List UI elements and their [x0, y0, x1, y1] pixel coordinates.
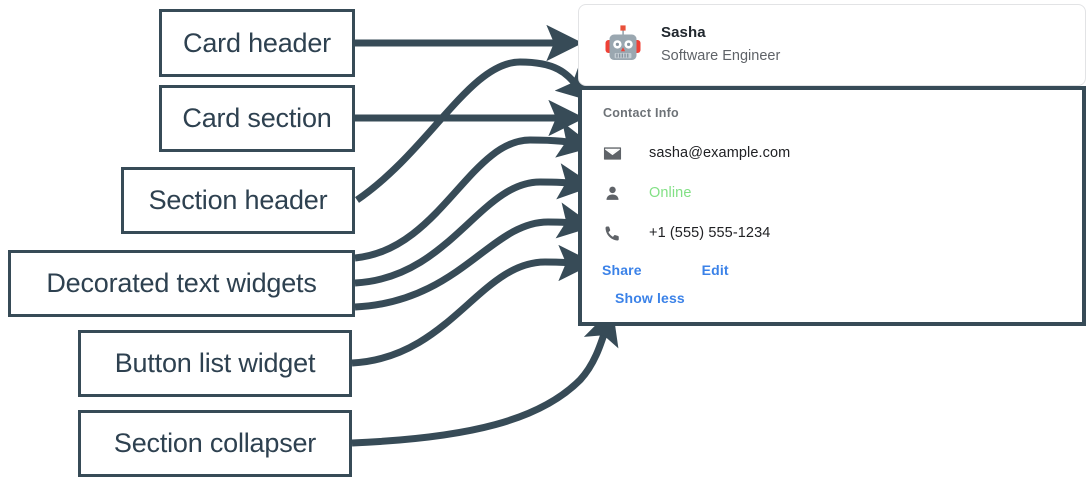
annotation-label-text: Card header — [183, 27, 331, 58]
card-section: Contact Info sasha@example.com Online +1… — [578, 86, 1086, 326]
card-header-title: Sasha — [661, 24, 706, 41]
annotation-label-text: Button list widget — [114, 348, 316, 378]
email-icon — [603, 146, 622, 160]
section-collapser: Show less — [582, 290, 1082, 308]
arrow-decorated-phone — [354, 202, 595, 311]
decorated-text-value-status: Online — [649, 185, 692, 201]
annotation-label-section-collapser: Section collapser — [78, 410, 352, 477]
phone-icon — [605, 226, 619, 240]
annotation-label-card-section: Card section — [159, 85, 355, 152]
person-icon — [606, 186, 619, 200]
card-header-text: Sasha Software Engineer — [661, 23, 780, 67]
annotation-label-text: Section collapser — [113, 428, 317, 458]
arrow-section-header — [355, 58, 594, 203]
arrow-section-collapser — [351, 308, 619, 447]
decorated-text-row-phone[interactable]: +1 (555) 555-1234 — [582, 213, 1082, 253]
card-header-subtitle: Software Engineer — [661, 48, 781, 64]
annotation-label-text: Section header — [148, 185, 328, 215]
annotation-label-card-header: Card header — [159, 9, 355, 77]
arrow-decorated-online — [354, 163, 595, 287]
button-list-widget: Share Edit — [582, 255, 1082, 285]
show-less-button[interactable]: Show less — [615, 290, 685, 306]
section-header: Contact Info — [603, 106, 679, 120]
annotation-label-text: Card section — [182, 103, 332, 133]
contact-card: Sasha Software Engineer Contact Info sas… — [578, 4, 1086, 326]
annotation-label-section-header: Section header — [121, 167, 355, 234]
robot-avatar-icon — [605, 25, 641, 60]
annotation-label-text: Decorated text widgets — [46, 268, 317, 298]
decorated-text-value: sasha@example.com — [649, 145, 791, 161]
decorated-text-value-phone: +1 (555) 555-1234 — [649, 225, 771, 241]
decorated-text-row-email[interactable]: sasha@example.com — [582, 133, 1082, 173]
arrow-button-list — [351, 244, 595, 367]
share-button[interactable]: Share — [602, 262, 642, 278]
annotation-label-button-list-widget: Button list widget — [78, 330, 352, 397]
card-header[interactable]: Sasha Software Engineer — [578, 4, 1086, 86]
arrow-decorated-email — [354, 121, 595, 262]
decorated-text-row-status[interactable]: Online — [582, 173, 1082, 213]
annotation-label-decorated-text-widgets: Decorated text widgets — [8, 250, 355, 317]
edit-button[interactable]: Edit — [701, 262, 729, 278]
